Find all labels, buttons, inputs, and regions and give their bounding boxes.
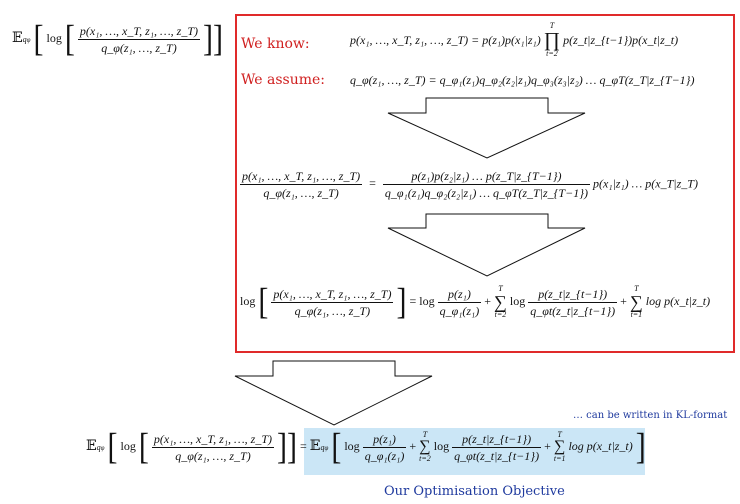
we-assume-label: We assume: — [241, 72, 325, 88]
log-equation: log [ p(x₁, …, x_T, z₁, …, z_T)q_φ(z₁, …… — [240, 280, 711, 322]
derivation-frame — [235, 14, 735, 353]
we-know-equation: p(x₁, …, x_T, z₁, …, z_T) = p(z₁)p(x₁|z₁… — [350, 21, 679, 58]
objective-caption: Our Optimisation Objective — [384, 484, 565, 499]
ratio-equation: p(x₁, …, x_T, z₁, …, z_T)q_φ(z₁, …, z_T)… — [240, 169, 698, 200]
we-know-label: We know: — [241, 36, 310, 52]
we-assume-equation: q_φ(z₁, …, z_T) = q_φ₁(z₁)q_φ₂(z₂|z₁)q_φ… — [350, 73, 695, 87]
objective-highlight — [304, 428, 645, 475]
top-left-expectation: 𝔼qφ [ log [ p(x₁, …, x_T, z₁, …, z_T)q_φ… — [12, 17, 224, 59]
kl-format-note: … can be written in KL-format — [573, 410, 728, 421]
objective-equation: 𝔼qφ [ log [ p(x₁, …, x_T, z₁, …, z_T)q_φ… — [86, 425, 646, 467]
